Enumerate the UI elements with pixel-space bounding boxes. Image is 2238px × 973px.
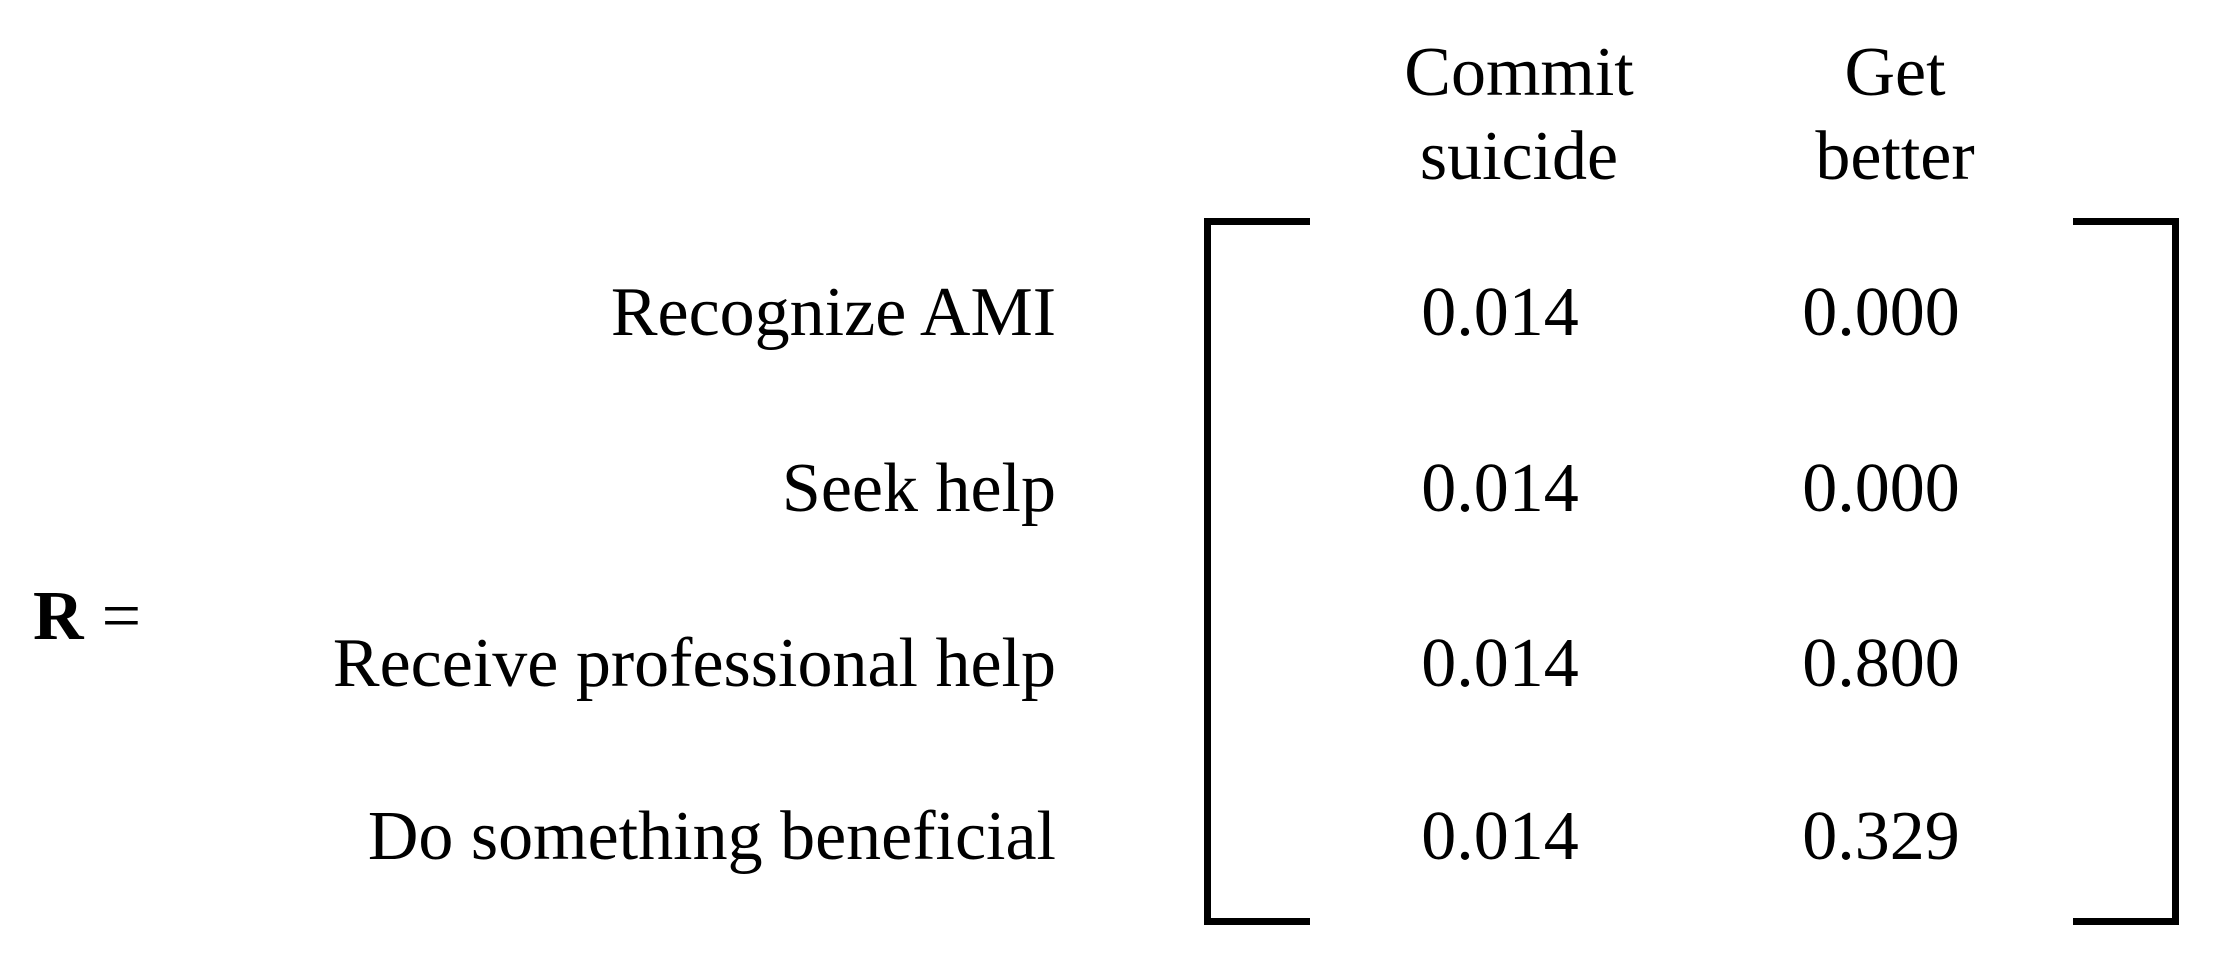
matrix-value: 0.000: [1802, 450, 1960, 527]
row-label-do-something-beneficial: Do something beneficial: [367, 798, 1056, 875]
column-header-line1: Commit: [1404, 34, 1634, 111]
row-label-recognize-ami: Recognize AMI: [610, 274, 1056, 351]
column-header-line2: better: [1815, 118, 1975, 195]
column-header-get-better: Get better: [1815, 31, 1974, 199]
matrix-value: 0.000: [1802, 274, 1960, 351]
matrix-value: 0.014: [1421, 798, 1579, 875]
matrix-open-bracket: [1204, 218, 1310, 925]
matrix-symbol: R: [33, 578, 84, 655]
matrix-close-bracket: [2073, 218, 2179, 925]
column-header-commit-suicide: Commit suicide: [1404, 31, 1633, 199]
row-label-seek-help: Seek help: [781, 450, 1056, 527]
matrix-value: 0.329: [1802, 798, 1960, 875]
equation-lhs: R=: [33, 577, 141, 657]
matrix-value: 0.014: [1421, 625, 1579, 702]
equals-sign: =: [101, 578, 142, 655]
matrix-value: 0.014: [1421, 450, 1579, 527]
matrix-value: 0.014: [1421, 274, 1579, 351]
column-header-line2: suicide: [1419, 118, 1619, 195]
column-header-line1: Get: [1844, 34, 1946, 111]
matrix-value: 0.800: [1802, 625, 1960, 702]
row-label-receive-professional-help: Receive professional help: [332, 625, 1056, 702]
